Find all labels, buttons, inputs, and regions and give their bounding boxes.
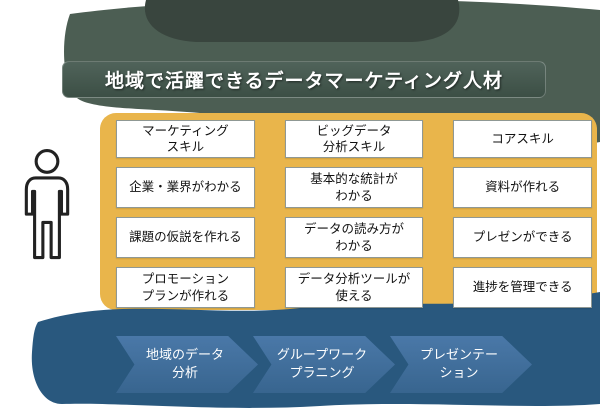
skills-grid: マーケティング スキル ビッグデータ 分析スキル コアスキル 企業・業界がわかる… (116, 120, 592, 308)
skill-box-bigdata-2: データの読み方が わかる (284, 217, 424, 258)
skill-box-core-1: 資料が作れる (453, 167, 592, 208)
process-step-label: 地域のデータ 分析 (145, 347, 224, 381)
column-header-marketing: マーケティング スキル (116, 120, 255, 158)
process-arrow-1: 地域のデータ 分析 (116, 336, 258, 393)
skill-box-core-3: 進捗を管理できる (453, 267, 592, 308)
column-header-bigdata: ビッグデータ 分析スキル (284, 120, 424, 158)
skill-box-marketing-2: 課題の仮説を作れる (116, 217, 255, 258)
process-arrow-2: グループワーク プラニング (253, 336, 395, 393)
column-header-core: コアスキル (453, 120, 592, 158)
title-ribbon-shape (144, 0, 460, 42)
orange-panel-shape (100, 113, 597, 310)
process-step-label: グループワーク プラニング (276, 347, 368, 381)
skill-box-marketing-1: 企業・業界がわかる (116, 167, 255, 208)
skill-box-bigdata-1: 基本的な統計が わかる (284, 167, 424, 208)
skill-box-core-2: プレゼンができる (453, 217, 592, 258)
title-banner: 地域で活躍できるデータマーケティング人材 (62, 61, 546, 98)
process-arrow-3: プレゼンテー ション (390, 336, 532, 393)
process-step-label: プレゼンテー ション (419, 347, 498, 381)
skill-box-bigdata-3: データ分析ツールが 使える (284, 267, 424, 308)
person-icon (24, 149, 70, 260)
skill-box-marketing-3: プロモーション プランが作れる (116, 267, 255, 308)
